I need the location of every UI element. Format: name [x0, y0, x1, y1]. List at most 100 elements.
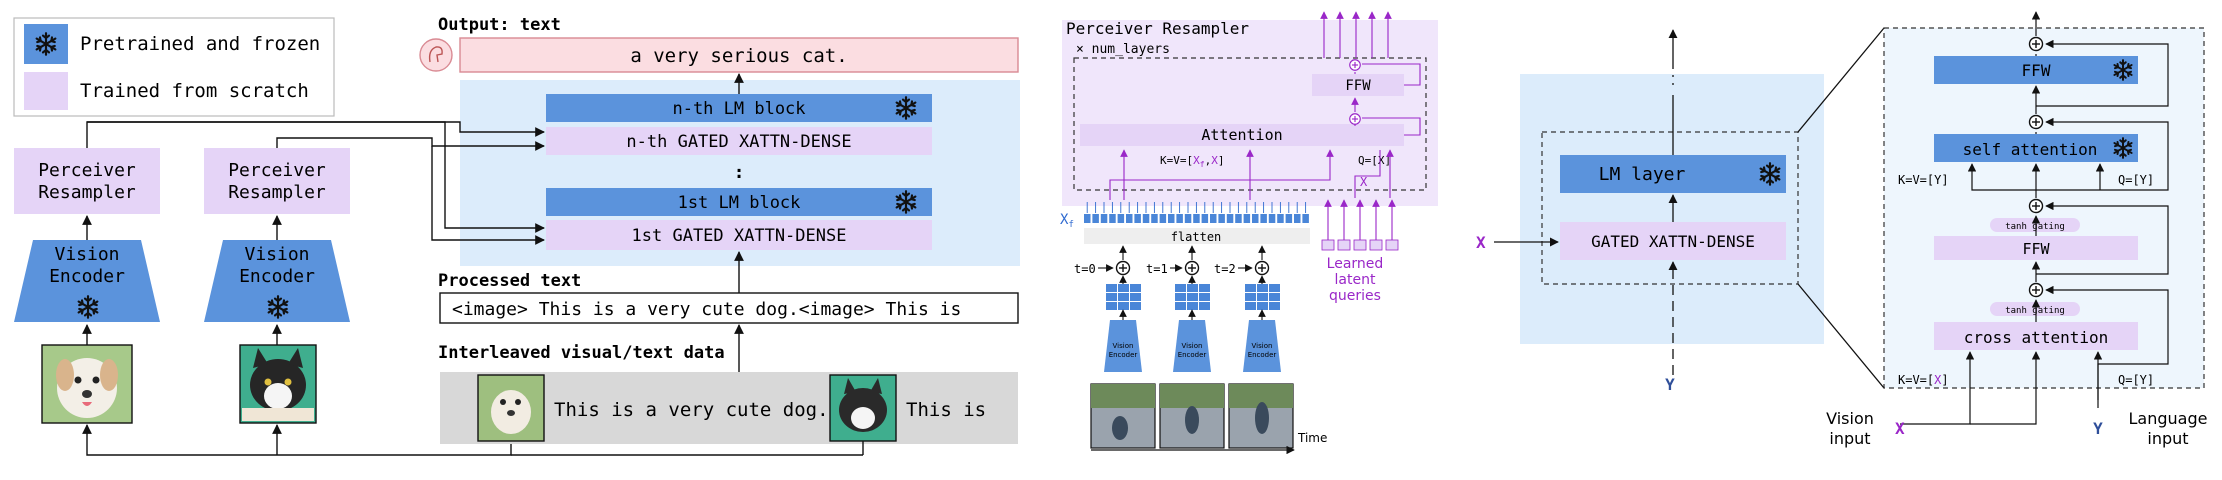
- dog-image: [41, 344, 133, 424]
- language-input-line1: Language: [2129, 409, 2208, 428]
- cat-image: [239, 344, 317, 424]
- nth-gated-label: n-th GATED XATTN-DENSE: [626, 132, 851, 152]
- visual-token: [1294, 214, 1301, 223]
- visual-token: [1134, 214, 1141, 223]
- residual-add-icon: [2028, 114, 2044, 130]
- legend-trained-swatch: [24, 72, 68, 110]
- feature-cell: [1106, 284, 1117, 292]
- interleaved-text-2: This is: [906, 399, 986, 421]
- legend: Pretrained and frozen Trained from scrat…: [13, 17, 335, 117]
- resampler-x-label: X: [1360, 175, 1368, 189]
- visual-token: [1277, 214, 1284, 223]
- feature-cell: [1106, 302, 1117, 310]
- first-lm-block-label: 1st LM block: [678, 193, 801, 213]
- detail-q-y-top: Q=[Y]: [2118, 173, 2154, 187]
- time-label-1: t=1: [1146, 262, 1168, 276]
- detail-ffw-mid-label: FFW: [2022, 240, 2050, 258]
- visual-token: [1117, 214, 1125, 223]
- y-input-label: Y: [1665, 375, 1675, 394]
- feature-cell: [1175, 284, 1186, 292]
- detail-cross-attention-label: cross attention: [1964, 328, 2109, 347]
- vision-encoder-1: [14, 240, 160, 322]
- feature-cell: [1269, 293, 1280, 301]
- visual-token: [1285, 214, 1293, 223]
- feature-cell: [1257, 302, 1268, 310]
- detail-q-y-bottom: Q=[Y]: [2118, 373, 2154, 387]
- visual-token: [1268, 214, 1276, 223]
- legend-frozen-label: Pretrained and frozen: [80, 33, 320, 55]
- nth-lm-block-label: n-th LM block: [672, 99, 805, 119]
- nth-gated-xattn-dense: [546, 127, 932, 155]
- lm-layer-label: LM layer: [1599, 164, 1686, 185]
- feature-cell: [1245, 302, 1256, 310]
- time-label-0: t=0: [1074, 262, 1096, 276]
- cat-image-small: [829, 374, 897, 442]
- vision-input-line1: Vision: [1826, 409, 1874, 428]
- visual-token: [1201, 214, 1209, 223]
- interleaved-label: Interleaved visual/text data: [438, 343, 725, 363]
- resampler-title: Perceiver Resampler: [1066, 19, 1249, 38]
- learned-latent-queries-label-line3: queries: [1329, 288, 1381, 304]
- resampler-2-label-line2: Resampler: [228, 182, 326, 203]
- vision-encoder-1-label-line1: Vision: [54, 244, 119, 265]
- residual-add-icon: [2028, 198, 2044, 214]
- feature-cell: [1118, 302, 1129, 310]
- flattened-tokens: [1084, 202, 1309, 223]
- feature-grids: [1106, 284, 1280, 310]
- feature-cell: [1199, 284, 1210, 292]
- resampler-kv-label: K=V=[Xf,X]: [1160, 154, 1224, 169]
- vision-encoder-1-label-line2: Encoder: [49, 266, 125, 287]
- feature-cell: [1187, 302, 1198, 310]
- time-axis-label: Time: [1297, 431, 1327, 445]
- residual-add-icon: [2028, 36, 2044, 52]
- learned-latent-queries-label-line2: latent: [1335, 272, 1376, 288]
- svg-text:Encoder: Encoder: [1178, 351, 1207, 359]
- visual-token: [1109, 214, 1116, 223]
- interleaved-text-1: This is a very cute dog.: [554, 399, 829, 421]
- feature-cell: [1245, 284, 1256, 292]
- visual-token: [1084, 214, 1091, 223]
- feature-cell: [1245, 293, 1256, 301]
- perceiver-resampler-2: [204, 148, 350, 214]
- flamingo-logo-icon: [419, 38, 453, 72]
- feature-cell: [1187, 284, 1198, 292]
- nth-lm-block: [546, 94, 932, 122]
- gated-xattn-dense: [1560, 222, 1786, 260]
- feature-cell: [1257, 293, 1268, 301]
- output-label: Output: text: [438, 15, 561, 35]
- learned-latent-queries-label-line1: Learned: [1327, 256, 1384, 272]
- visual-token: [1100, 214, 1108, 223]
- feature-cell: [1269, 302, 1280, 310]
- first-gated-label: 1st GATED XATTN-DENSE: [632, 226, 847, 246]
- vision-encoder-2: [204, 240, 350, 322]
- lm-layer: [1560, 155, 1786, 193]
- first-gated-xattn-dense: [546, 220, 932, 250]
- svg-text:Vision: Vision: [1182, 342, 1203, 350]
- feature-cell: [1199, 293, 1210, 301]
- detail-ffw-mid: [1934, 236, 2138, 260]
- visual-token: [1235, 214, 1242, 223]
- tanh-gating-pill-1: [1990, 218, 2080, 232]
- feature-cell: [1118, 293, 1129, 301]
- detail-ffw-top-label: FFW: [2022, 61, 2051, 80]
- vision-encoder-t2: [1243, 320, 1281, 372]
- visual-token: [1126, 214, 1133, 223]
- visual-token: [1243, 214, 1251, 223]
- vision-input-line2: input: [1829, 429, 1870, 448]
- video-frames: [1090, 383, 1294, 449]
- vision-encoder-2-label-line1: Vision: [244, 244, 309, 265]
- dog-image-small: [477, 374, 545, 442]
- panel3-left-arrows: [1494, 27, 1885, 389]
- vision-encoder-t1: [1173, 320, 1211, 372]
- vision-encoder-t0-label: Vision: [1113, 342, 1134, 350]
- feature-cell: [1257, 284, 1268, 292]
- tanh-gating-pill-2: [1990, 302, 2080, 316]
- add-icon: [1184, 260, 1200, 276]
- resampler-ffw-label: FFW: [1345, 78, 1371, 94]
- feature-cell: [1130, 302, 1141, 310]
- visual-token: [1252, 214, 1259, 223]
- add-icon: [1254, 260, 1270, 276]
- resampler-1-label-line2: Resampler: [38, 182, 136, 203]
- detail-self-attention: [1934, 134, 2138, 162]
- flatten-label: flatten: [1171, 230, 1222, 244]
